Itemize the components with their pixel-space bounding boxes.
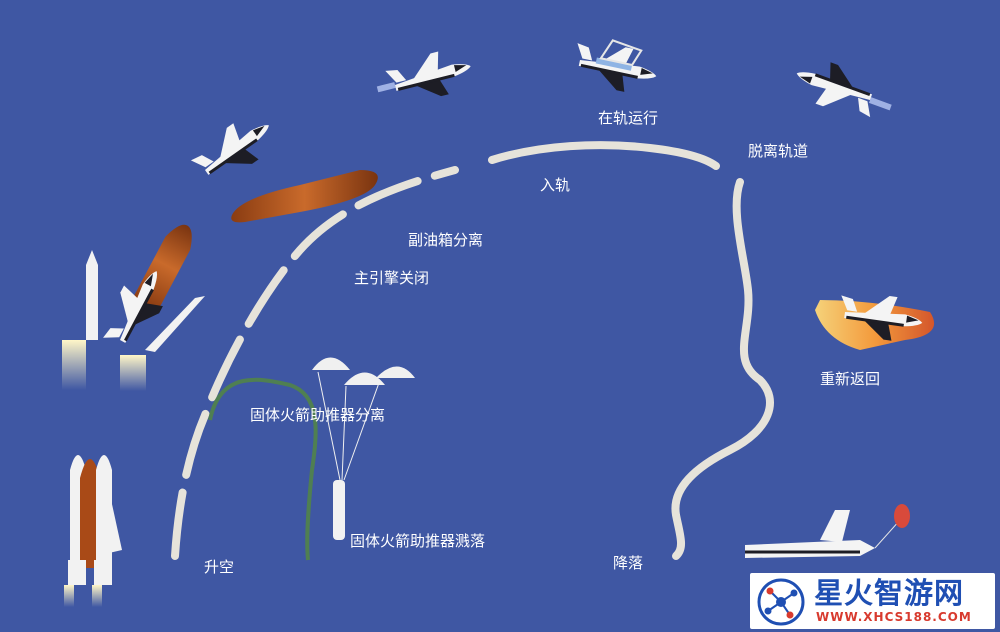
label-on-orbit: 在轨运行 xyxy=(598,109,659,127)
label-srb-separation: 固体火箭助推器分离 xyxy=(250,406,386,424)
srb-separation-arc xyxy=(208,377,318,561)
descent-trajectory xyxy=(671,178,774,560)
label-tank-separation: 副油箱分离 xyxy=(408,231,484,249)
label-reentry: 重新返回 xyxy=(820,370,881,388)
network-logo-icon xyxy=(757,578,805,626)
orbiter-landing-icon xyxy=(745,504,910,558)
label-liftoff: 升空 xyxy=(204,558,235,576)
label-srb-splashdown: 固体火箭助推器溅落 xyxy=(350,532,486,550)
external-tank-icon xyxy=(231,170,378,223)
orbiter-orbit-entry-icon xyxy=(376,43,478,110)
watermark-url: WWW.XHCS188.COM xyxy=(816,610,972,624)
label-deorbit: 脱离轨道 xyxy=(748,142,809,160)
label-landing: 降落 xyxy=(613,554,644,572)
watermark-name: 星火智游网 xyxy=(814,576,965,610)
watermark: 星火智游网 WWW.XHCS188.COM xyxy=(750,573,995,629)
parachute-icon xyxy=(312,357,415,540)
label-main-engine-cutoff: 主引擎关闭 xyxy=(354,269,430,287)
orbiter-reentry-icon xyxy=(815,287,935,350)
orbiter-climb-icon xyxy=(185,105,284,193)
ascent-trajectory xyxy=(171,166,459,560)
ascent-with-srb-icon xyxy=(62,224,205,391)
orbiter-deorbit-icon xyxy=(787,51,892,125)
label-orbit-insertion: 入轨 xyxy=(540,176,571,194)
orbiter-on-orbit-icon xyxy=(568,35,663,100)
orbit-arc xyxy=(488,141,720,170)
launch-stack-icon xyxy=(64,455,122,607)
